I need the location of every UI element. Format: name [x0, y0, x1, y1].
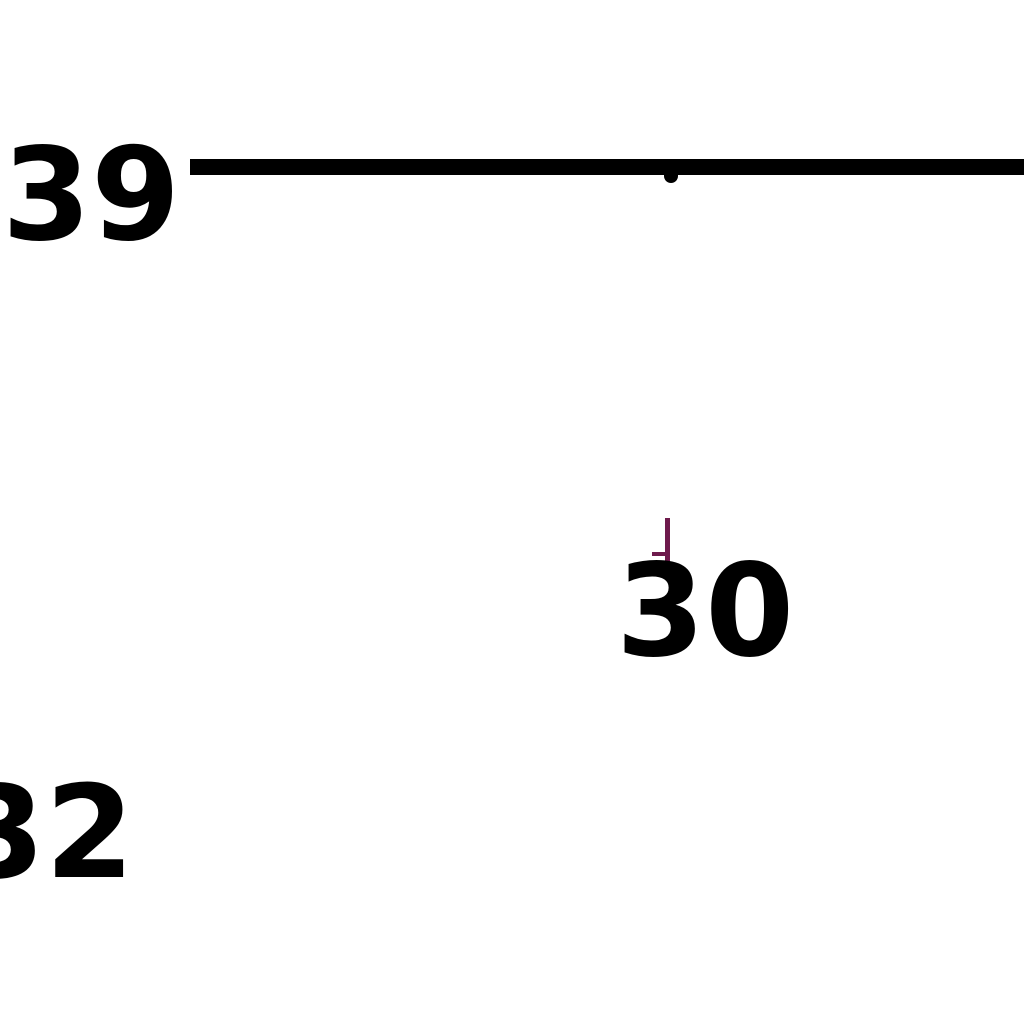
rule-tick-mark: [664, 173, 678, 183]
marker-vertical-stroke: [665, 518, 670, 563]
label-39: 39: [2, 121, 181, 270]
marker-horizontal-stroke: [652, 552, 668, 556]
label-32: 32: [0, 759, 135, 908]
horizontal-rule-line: [190, 159, 1024, 175]
label-30: 30: [616, 537, 795, 686]
